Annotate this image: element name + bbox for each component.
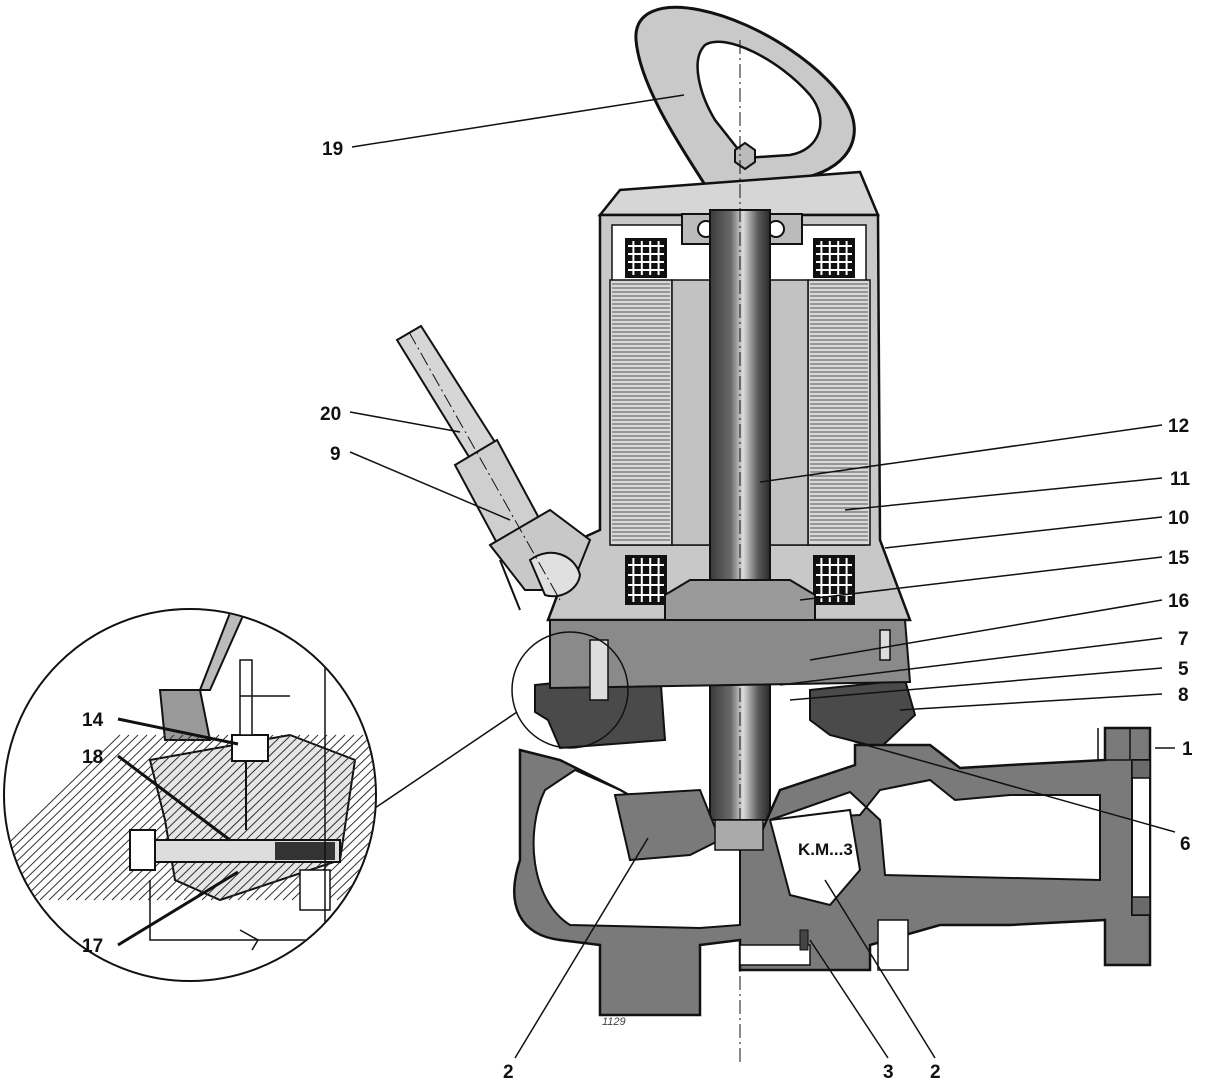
callout-11: 11 [1170,469,1191,490]
impeller-type-label: K.M...3 [798,840,853,859]
callout-1: 1 [1182,739,1193,760]
callout-2-left: 2 [503,1062,514,1083]
callout-7: 7 [1178,629,1189,650]
drawing-number: 1129 [602,1016,626,1028]
callout-6: 6 [1180,834,1191,855]
callout-5: 5 [1178,659,1189,680]
callout-9: 9 [330,444,341,465]
winding-head-top-right [813,238,855,278]
callout-15: 15 [1168,548,1190,569]
lifting-handle [634,5,856,187]
callout-16: 16 [1168,591,1189,612]
stator-laminations-right [807,279,871,546]
winding-head-bottom-left [625,555,667,605]
detail-magnifier-circle [374,631,629,809]
callout-18: 18 [82,747,103,768]
callout-10: 10 [1168,508,1189,529]
impeller [613,788,862,907]
callout-3: 3 [883,1062,894,1083]
callout-17: 17 [82,936,103,957]
seal-chamber [534,619,917,750]
stator-laminations-left [609,279,673,546]
callout-12: 12 [1168,416,1189,437]
callout-labels: 19 20 9 12 11 10 15 16 7 5 8 1 6 14 18 1… [82,139,1193,1083]
leader-lines [117,94,1176,1059]
callout-14: 14 [82,710,104,731]
callout-8: 8 [1178,685,1189,706]
rotor [671,279,809,546]
callout-20: 20 [320,404,341,425]
detail-view [3,608,377,982]
wear-ring [739,929,811,966]
callout-19: 19 [322,139,343,160]
cable-entry [395,324,592,611]
callout-2-right: 2 [930,1062,941,1083]
winding-head-top-left [625,238,667,278]
